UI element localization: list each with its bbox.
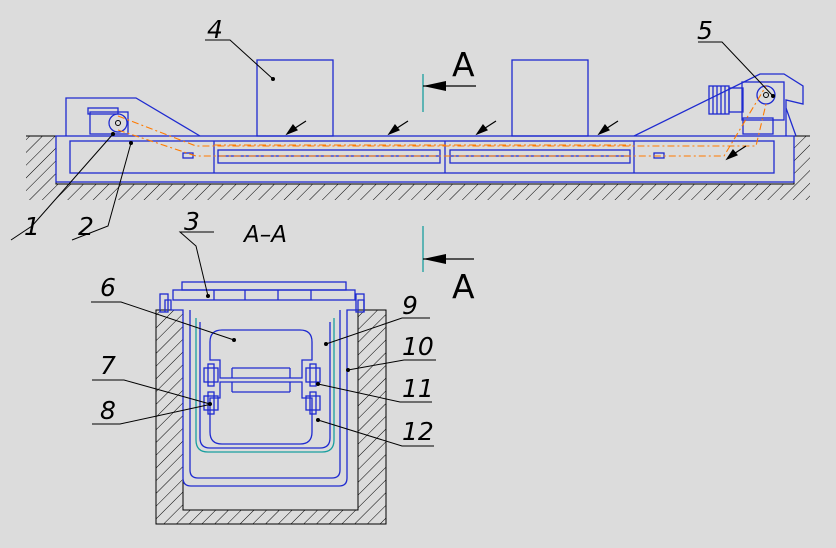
right-end-housing — [633, 73, 804, 137]
section-marker-bottom: A — [422, 226, 475, 306]
callouts-section: 3 6 7 8 9 10 11 12 — [91, 207, 436, 447]
callout-12: 12 — [402, 417, 434, 446]
carriage — [209, 329, 313, 445]
callout-4: 4 — [207, 15, 223, 44]
payload-box-right — [511, 59, 589, 137]
callout-8: 8 — [100, 396, 116, 425]
chain-path — [117, 85, 767, 157]
channel — [164, 299, 365, 487]
callout-11: 11 — [402, 374, 434, 403]
callout-1: 1 — [24, 212, 40, 241]
callout-9: 9 — [402, 291, 418, 320]
callout-7: 7 — [100, 351, 116, 380]
section-title: A–A — [242, 222, 287, 248]
cover-plate — [159, 281, 365, 313]
section-view: A–A A — [155, 222, 475, 525]
callout-2: 2 — [78, 212, 94, 241]
callout-10: 10 — [402, 332, 434, 361]
section-letter-top: A — [452, 45, 475, 84]
callouts-top: 1 2 4 5 — [10, 15, 775, 241]
side-view: A — [26, 45, 810, 200]
direction-arrows — [285, 120, 747, 161]
callout-6: 6 — [100, 273, 116, 302]
section-letter-bottom: A — [452, 267, 475, 306]
callout-5: 5 — [697, 16, 713, 45]
left-end-housing — [65, 97, 201, 137]
callout-3: 3 — [184, 207, 200, 236]
section-marker-top: A — [422, 45, 476, 112]
payload-box-left — [256, 59, 334, 137]
ground-hatching — [26, 135, 810, 200]
